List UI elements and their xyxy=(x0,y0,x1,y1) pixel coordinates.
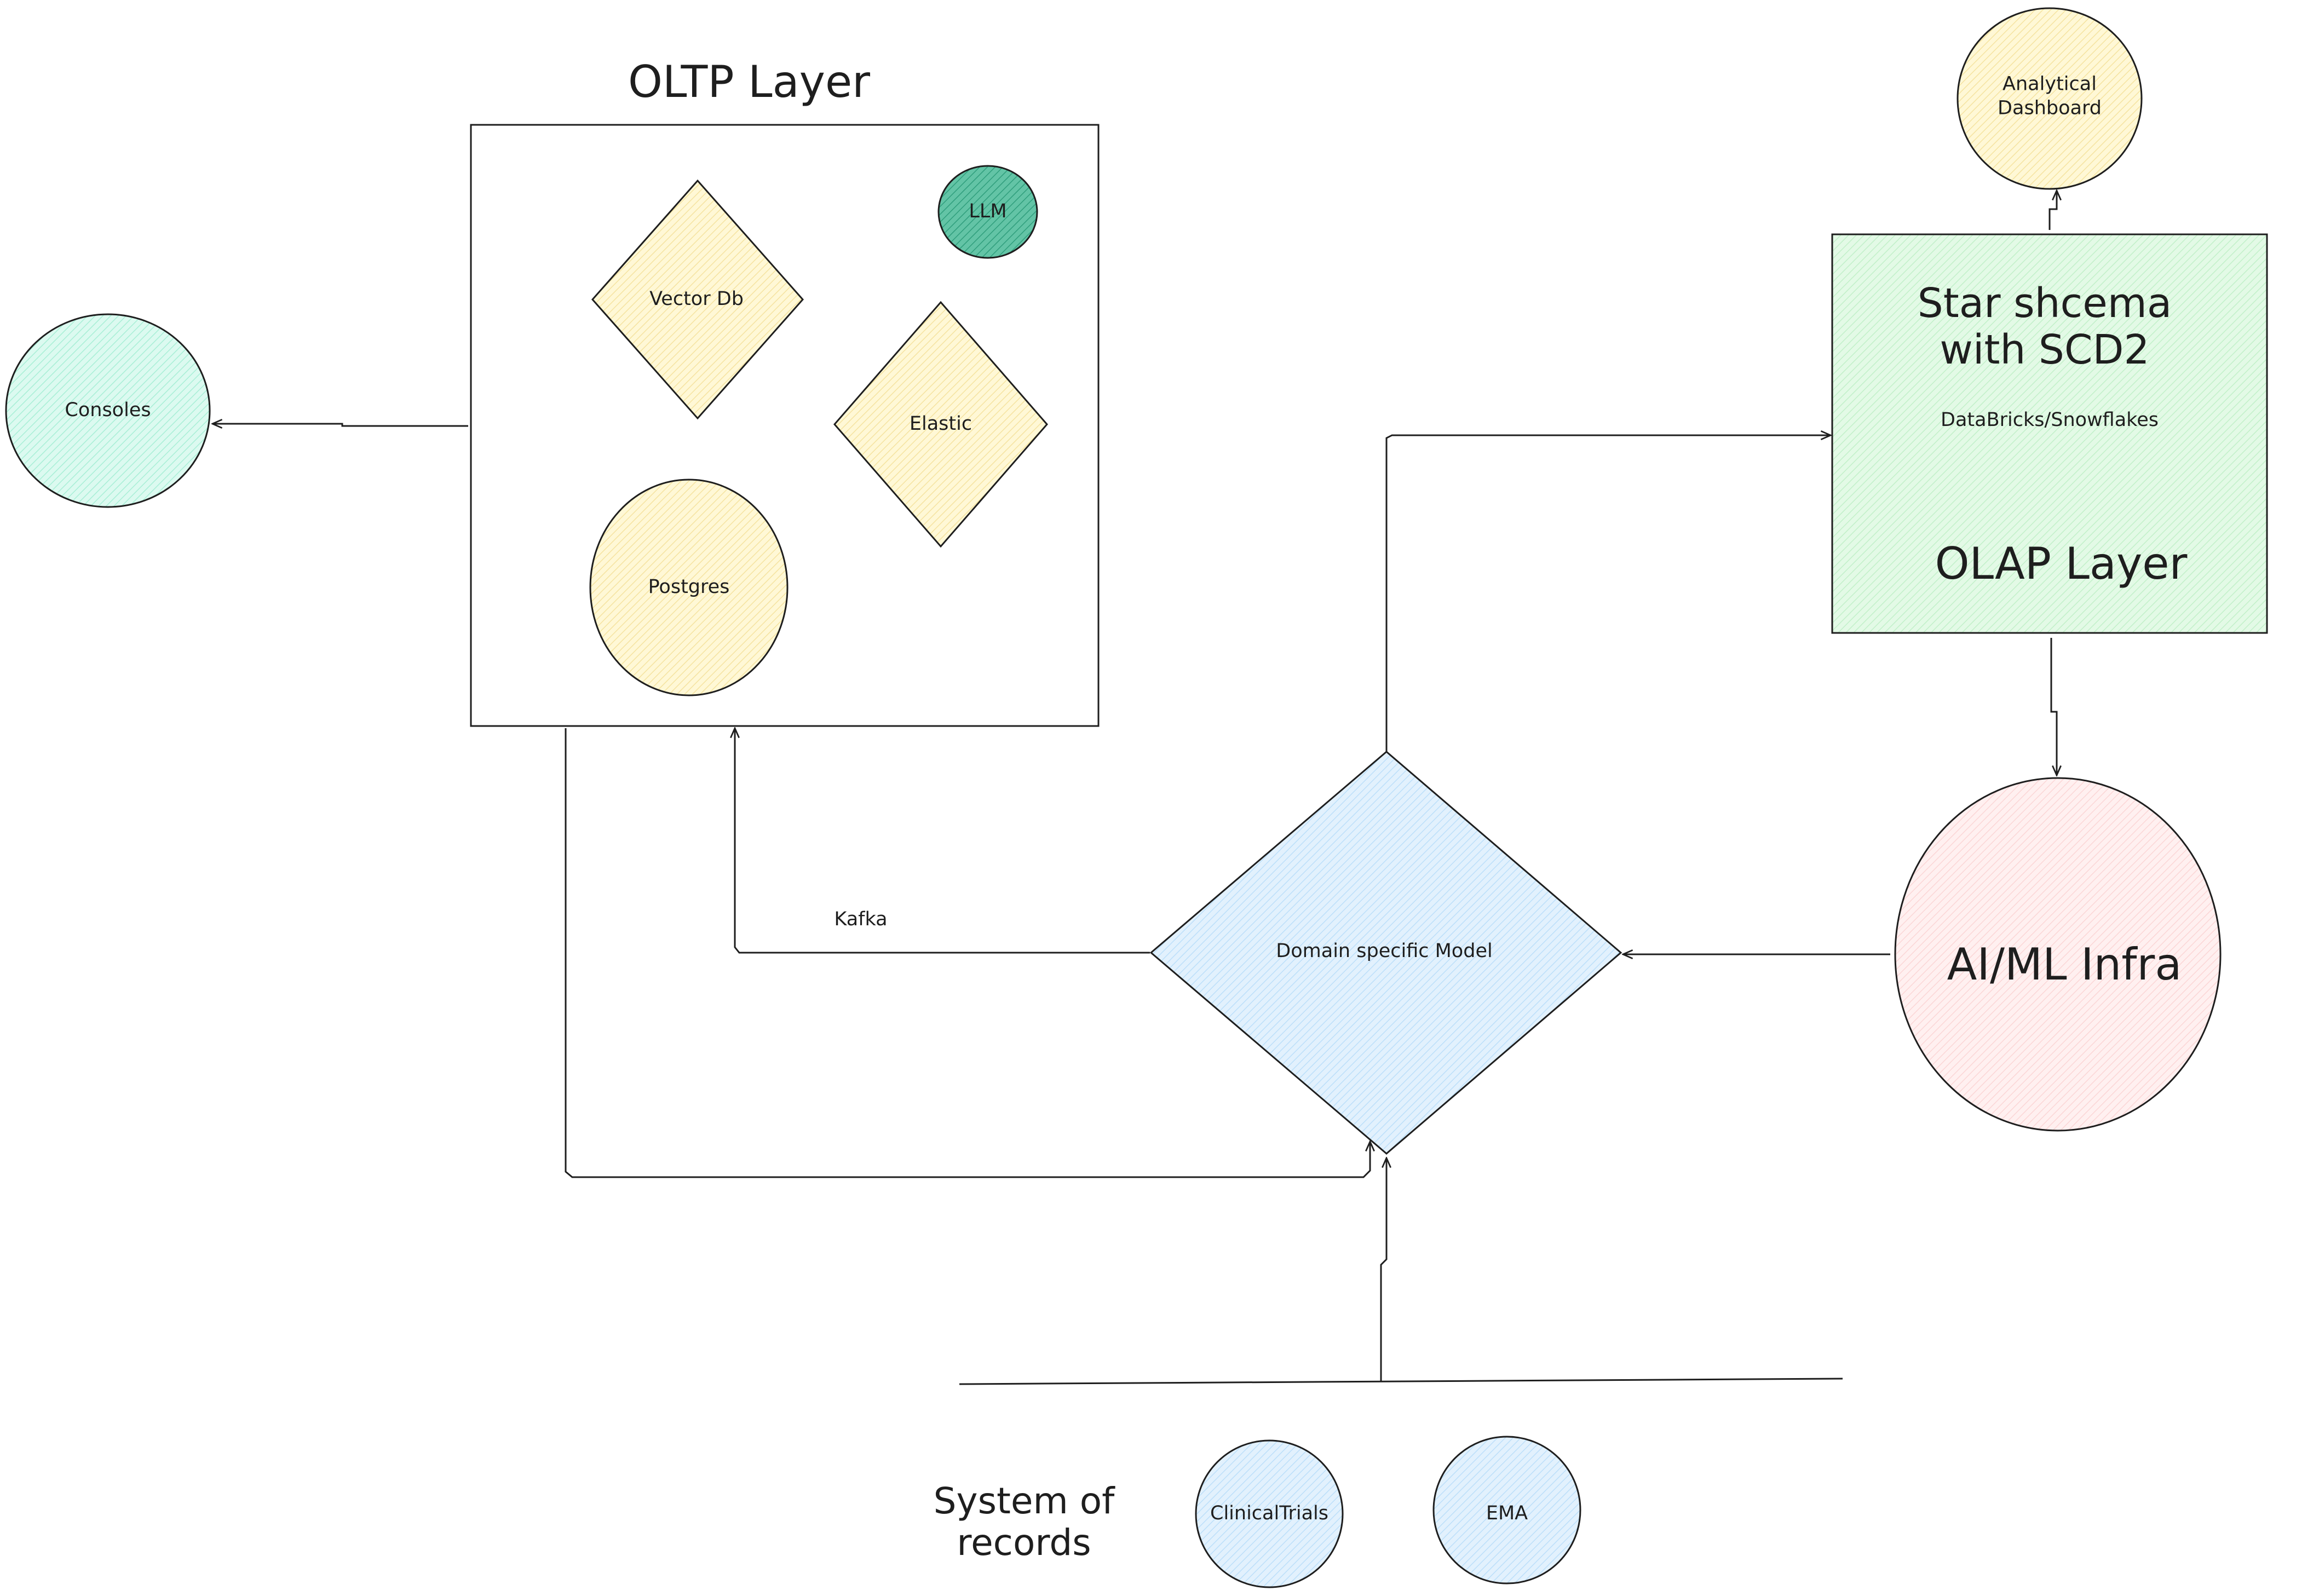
ema-node xyxy=(1432,1436,1581,1585)
analytical-dashboard-node xyxy=(1957,7,2143,190)
vector-db-label: Vector Db xyxy=(649,288,744,310)
domain-model-label: Domain specific Model xyxy=(1276,940,1493,963)
arrow-kafka-model-to-oltp xyxy=(735,728,1150,954)
consoles-label: Consoles xyxy=(65,399,151,422)
consoles-node xyxy=(5,313,211,508)
domain-model-node xyxy=(1149,751,1622,1155)
olap-box xyxy=(1831,233,2268,634)
arrow-model-to-olap xyxy=(1385,435,1831,752)
oltp-container xyxy=(470,124,1100,727)
aiml-node xyxy=(1894,777,2222,1132)
postgres-label: Postgres xyxy=(648,576,730,598)
elastic-label: Elastic xyxy=(909,413,973,435)
llm-label: LLM xyxy=(969,200,1007,223)
arrow-olap-to-aiml xyxy=(2050,638,2057,775)
clinical-trials-label: ClinicalTrials xyxy=(1210,1502,1328,1525)
clinical-trials-node xyxy=(1195,1439,1344,1588)
arrow-oltp-to-model xyxy=(565,728,1370,1178)
olap-title: Star shcema with SCD2 xyxy=(1917,279,2172,373)
aiml-label: AI/ML Infra xyxy=(1947,939,2182,990)
olap-layer-label: OLAP Layer xyxy=(1935,538,2188,589)
vector-db-node xyxy=(591,179,804,420)
arrow-records-to-model xyxy=(1380,1158,1386,1382)
records-baseline xyxy=(959,1378,1843,1385)
llm-node xyxy=(937,165,1038,259)
oltp-title: OLTP Layer xyxy=(628,56,871,107)
arrow-oltp-to-consoles xyxy=(212,424,468,426)
postgres-node xyxy=(589,479,789,696)
olap-subtitle: DataBricks/Snowflakes xyxy=(1941,409,2159,431)
kafka-label: Kafka xyxy=(834,908,888,931)
analytical-dashboard-label: Analytical Dashboard xyxy=(1998,73,2102,119)
arrow-olap-to-dashboard xyxy=(2048,191,2057,230)
elastic-node xyxy=(833,301,1048,548)
ema-label: EMA xyxy=(1486,1502,1528,1525)
system-of-records-title: System of records xyxy=(933,1480,1115,1564)
